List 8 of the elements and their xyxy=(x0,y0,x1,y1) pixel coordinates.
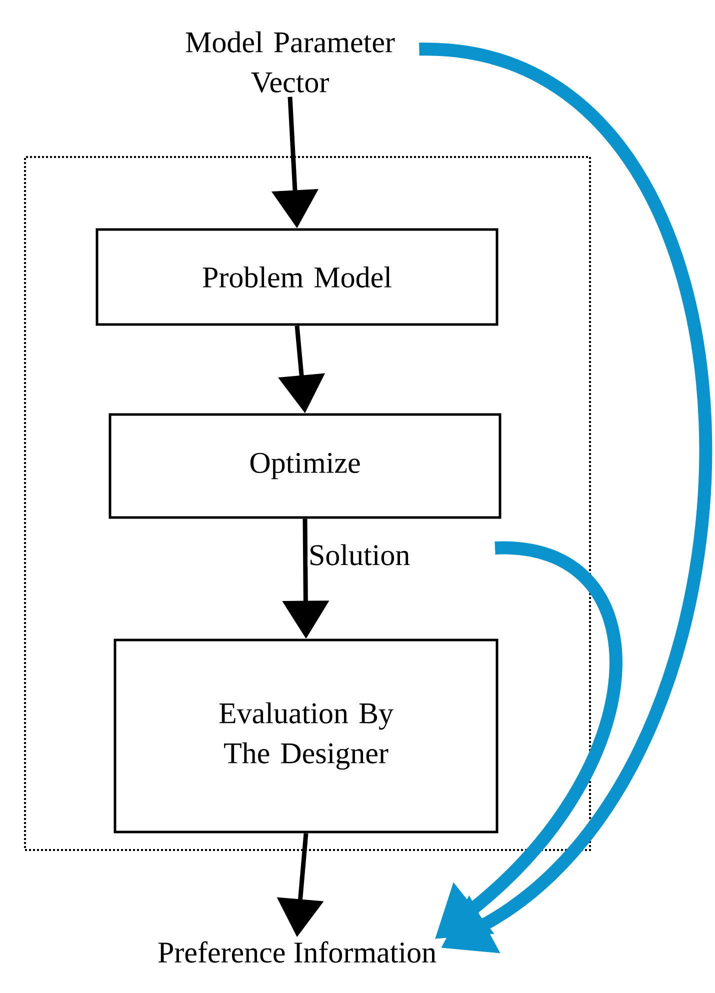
edge-label: Solution xyxy=(308,543,412,566)
process-box: Problem Model xyxy=(96,228,498,326)
dotted-frame xyxy=(24,156,591,851)
text-label: Model Parameter Vector xyxy=(186,31,395,93)
text-label: Preference Information xyxy=(158,941,436,963)
process-box: Optimize xyxy=(108,413,502,519)
process-box: Evaluation By The Designer xyxy=(114,638,498,834)
arrow xyxy=(418,42,712,954)
